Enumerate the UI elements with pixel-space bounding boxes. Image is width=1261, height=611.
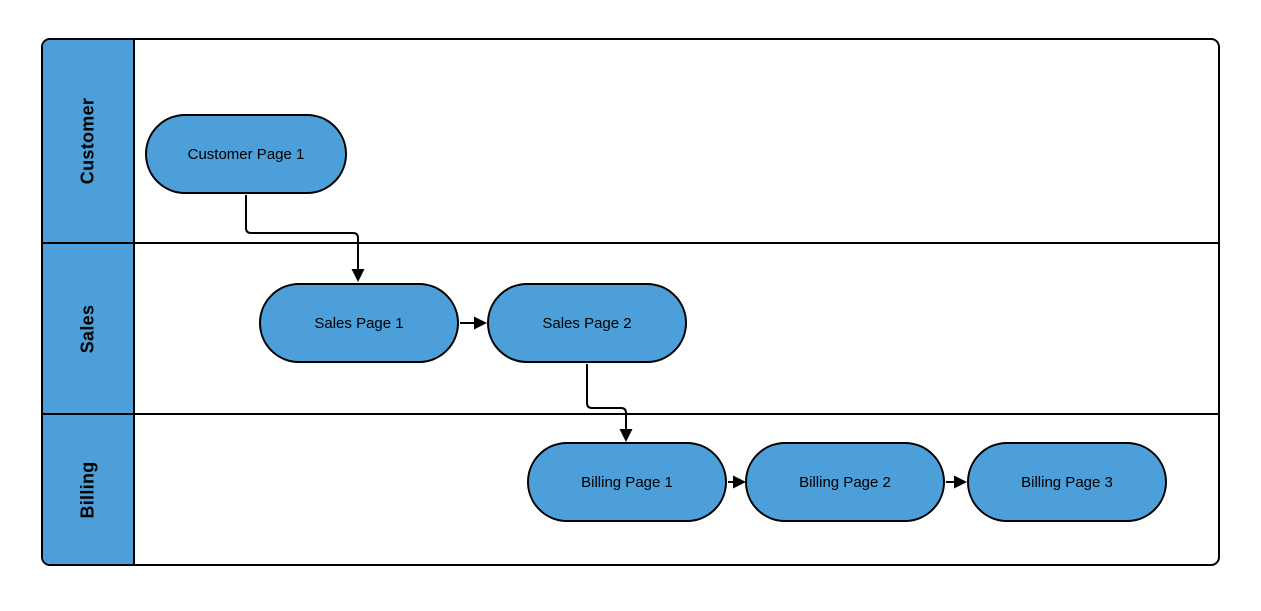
flow-node-sales-page-2[interactable]: Sales Page 2	[487, 283, 687, 363]
lane-header-billing[interactable]: Billing	[43, 415, 135, 564]
flow-node-label: Sales Page 1	[314, 314, 404, 332]
lane-header-customer[interactable]: Customer	[43, 40, 135, 242]
flow-node-sales-page-1[interactable]: Sales Page 1	[259, 283, 459, 363]
lane-title-customer: Customer	[77, 97, 98, 185]
flow-node-label: Billing Page 2	[799, 473, 891, 491]
lane-title-billing: Billing	[77, 460, 98, 519]
lane-header-sales[interactable]: Sales	[43, 244, 135, 413]
flow-node-billing-page-2[interactable]: Billing Page 2	[745, 442, 945, 522]
flow-node-billing-page-3[interactable]: Billing Page 3	[967, 442, 1167, 522]
flow-node-label: Sales Page 2	[542, 314, 632, 332]
flow-node-label: Billing Page 3	[1021, 473, 1113, 491]
lane-sales: Sales	[43, 242, 1218, 413]
flow-node-billing-page-1[interactable]: Billing Page 1	[527, 442, 727, 522]
lane-title-sales: Sales	[77, 304, 98, 353]
flow-node-customer-page-1[interactable]: Customer Page 1	[145, 114, 347, 194]
flow-node-label: Customer Page 1	[187, 145, 305, 163]
lane-customer: Customer	[43, 40, 1218, 242]
flow-node-label: Billing Page 1	[581, 473, 673, 491]
lane-billing: Billing	[43, 413, 1218, 564]
